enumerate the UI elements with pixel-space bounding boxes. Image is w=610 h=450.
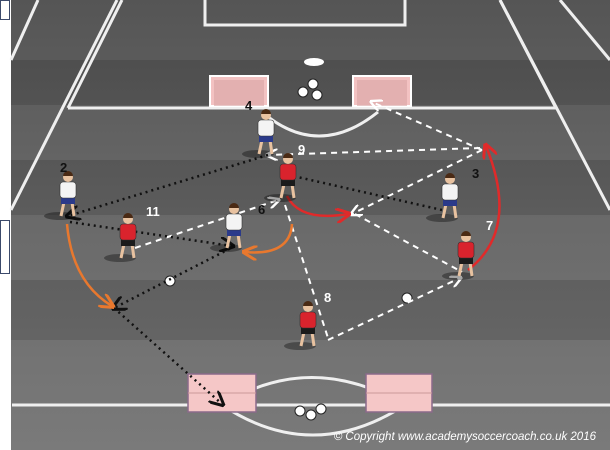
pass-to-7 <box>354 213 463 273</box>
player-number-label: 4 <box>245 98 253 113</box>
balls-top-cluster <box>297 78 323 101</box>
player-number-label: 3 <box>472 166 479 181</box>
player-number-label: 9 <box>298 142 305 157</box>
goal-bottom-left <box>187 373 257 413</box>
player-number-label: 8 <box>324 290 331 305</box>
pitch-surface <box>11 0 610 450</box>
player-number-label: 7 <box>486 218 493 233</box>
run-6 <box>245 223 294 252</box>
left-frame-box-middle <box>0 220 10 274</box>
player-red-7: 7 <box>442 218 493 280</box>
pass-3-to-9 <box>279 171 443 212</box>
pitch-markings <box>9 0 610 437</box>
player-white-4: 4 <box>242 98 275 158</box>
balls-bottom-cluster <box>294 403 327 421</box>
pass-8-to-7 <box>327 278 460 341</box>
left-frame-box-top <box>0 0 10 20</box>
pass-to-goal <box>372 102 483 151</box>
white-passes <box>134 102 483 341</box>
goal-top-left <box>209 75 269 107</box>
player-white-6: 6 <box>210 202 265 252</box>
player-white-2: 2 <box>44 160 77 220</box>
ball-right <box>401 292 413 304</box>
pass-3a-to-9 <box>268 147 481 155</box>
run-9 <box>285 195 348 216</box>
player-white-3: 3 <box>426 166 479 222</box>
penalty-spot <box>304 58 324 66</box>
player-red-8: 8 <box>284 290 331 350</box>
player-number-label: 2 <box>60 160 67 175</box>
ball-left <box>164 275 176 287</box>
players-layer: 2 4 6 3 11 9 8 7 <box>44 98 493 350</box>
pass-4-to-2 <box>68 153 269 216</box>
pass-11-to-9 <box>134 200 278 249</box>
run-2 <box>65 223 112 306</box>
player-number-label: 6 <box>258 202 265 217</box>
player-red-11: 11 <box>104 204 160 262</box>
goal-top-right <box>352 75 412 107</box>
run-7 <box>467 146 501 271</box>
goal-bottom-right <box>365 373 433 413</box>
copyright-text: © Copyright www.academysoccercoach.co.uk… <box>334 431 597 443</box>
pass-6-to-run <box>114 244 236 308</box>
player-red-9: 9 <box>264 142 305 202</box>
player-number-label: 11 <box>146 204 160 219</box>
black-passes <box>68 153 443 404</box>
pass-to-run <box>352 149 483 214</box>
pass-to-goal-bottom <box>113 307 222 404</box>
